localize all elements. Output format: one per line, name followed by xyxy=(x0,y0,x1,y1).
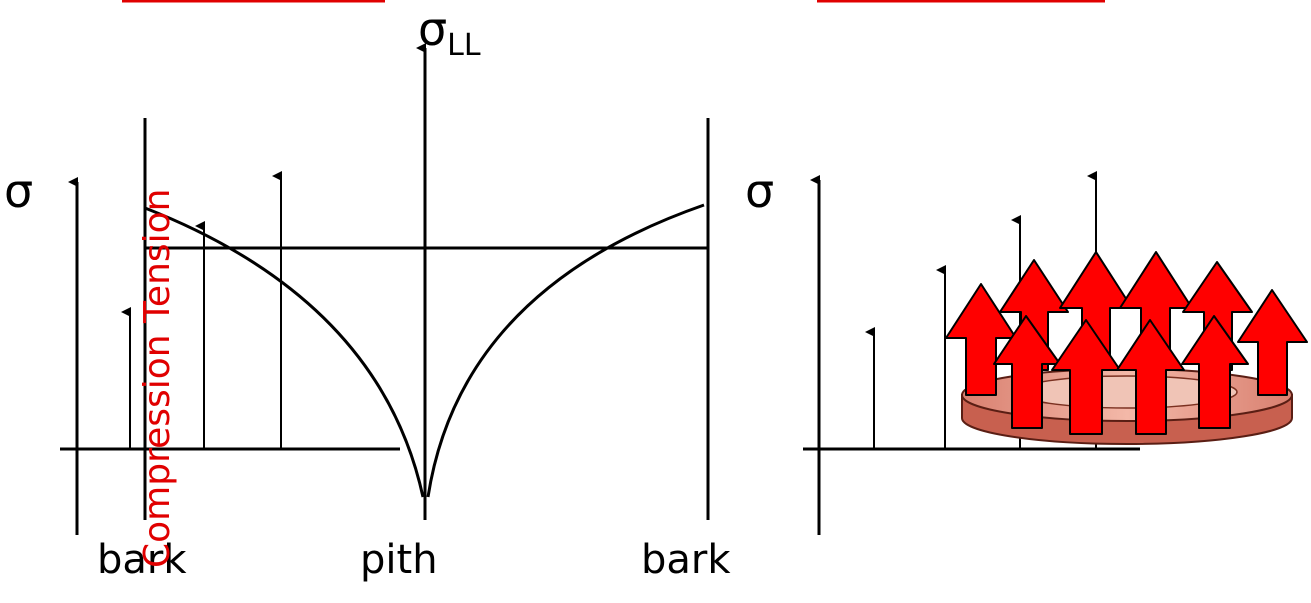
pith-label: pith xyxy=(360,537,438,583)
compression-tension-label: Compression Tension xyxy=(137,188,178,569)
red-arrow-8 xyxy=(1051,319,1121,435)
red-arrow-1 xyxy=(945,283,1017,396)
ring-arrows-front xyxy=(993,315,1249,435)
bark-label-left: bark xyxy=(97,537,187,583)
bark-label-right: bark xyxy=(641,537,731,583)
sigma-label-left: σ xyxy=(4,164,34,218)
stress-curve-left xyxy=(144,206,425,498)
sigma-ll-label: σLL xyxy=(418,6,481,61)
red-arrow-6 xyxy=(1237,289,1308,396)
red-arrow-7 xyxy=(993,315,1061,429)
tension-label: Tension xyxy=(137,188,178,323)
compression-label: Compression xyxy=(137,334,178,568)
red-arrow-9 xyxy=(1116,319,1185,435)
sigma-ll-symbol: σ xyxy=(418,2,448,56)
ring-arrows-back xyxy=(945,251,1308,396)
sigma-label-right: σ xyxy=(745,164,775,218)
red-arrow-10 xyxy=(1181,315,1249,429)
stress-curve-right xyxy=(426,203,705,498)
sigma-ll-subscript: LL xyxy=(447,28,481,63)
left-stress-diagram xyxy=(60,43,710,535)
